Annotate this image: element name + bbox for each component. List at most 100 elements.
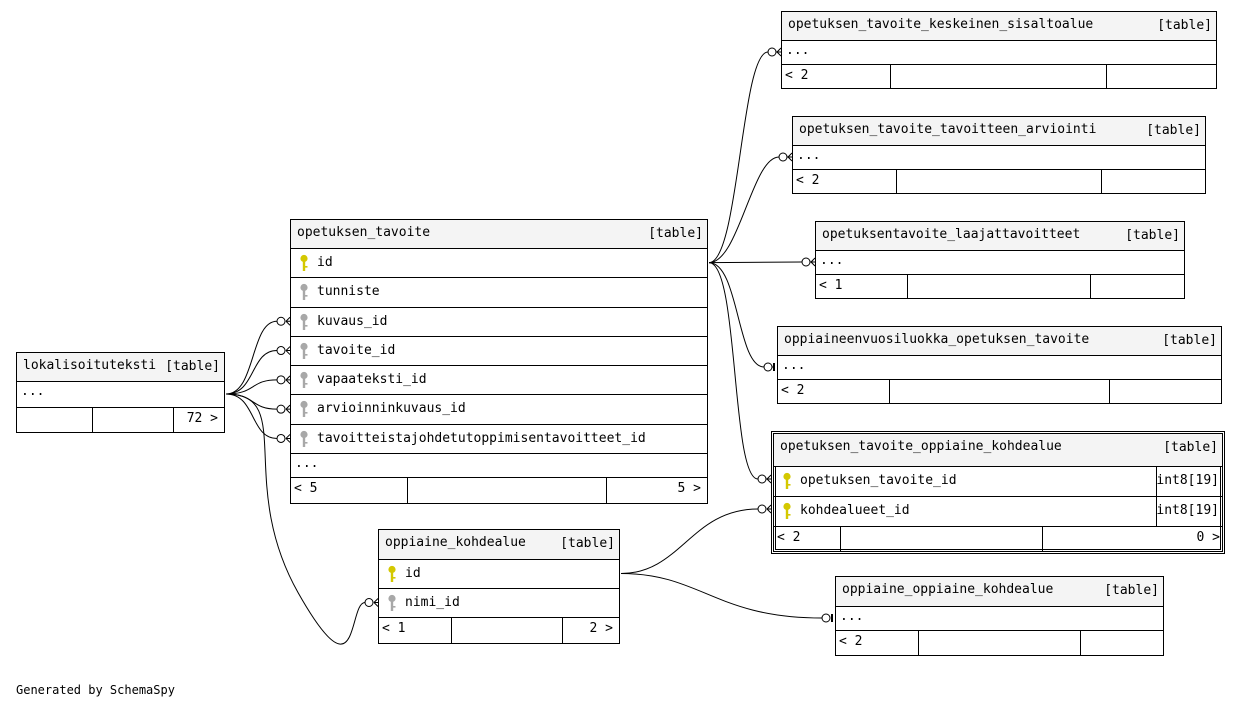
column-row: vapaateksti_id	[291, 366, 707, 396]
footer-cell	[1080, 631, 1163, 655]
footer-cell	[1090, 275, 1184, 298]
column-row: arvioinninkuvaus_id	[291, 395, 707, 425]
type-divider	[1156, 467, 1157, 496]
table-header: oppiaine_kohdealue [table]	[379, 530, 619, 560]
more-columns: ...	[17, 382, 224, 408]
parents-count[interactable]: < 2	[777, 530, 801, 545]
table-type: [table]	[1125, 228, 1180, 243]
table-opetuksen-tavoite-tavoitteen-arviointi[interactable]: opetuksen_tavoite_tavoitteen_arviointi[t…	[792, 116, 1206, 194]
parents-count[interactable]: < 2	[796, 173, 820, 188]
zero-or-many-marker	[801, 257, 816, 267]
column-name: id	[405, 566, 421, 581]
footer-cell: 2 >	[562, 618, 619, 643]
ellipsis-text: ...	[840, 609, 864, 624]
credit-text: Generated by SchemaSpy	[16, 683, 175, 697]
parents-count[interactable]: < 2	[785, 68, 809, 83]
table-footer: < 2	[782, 65, 1216, 88]
column-name: nimi_id	[405, 595, 460, 610]
table-name: opetuksen_tavoite_oppiaine_kohdealue	[780, 439, 1062, 454]
relationship-line	[708, 261, 803, 264]
table-type: [table]	[560, 536, 615, 551]
table-name: oppiaineenvuosiluokka_opetuksen_tavoite	[784, 332, 1090, 347]
table-opetuksen-tavoite-oppiaine-kohdealue[interactable]: opetuksen_tavoite_oppiaine_kohdealue [tab…	[771, 431, 1225, 554]
column-row: tunniste	[291, 278, 707, 308]
zero-or-many-marker	[276, 375, 291, 385]
type-divider	[1156, 497, 1157, 526]
zero-or-many-marker	[767, 47, 782, 57]
column-name: tunniste	[317, 284, 380, 300]
parents-count[interactable]: < 1	[819, 278, 843, 293]
table-header: opetuksen_tavoite [table]	[291, 220, 707, 249]
column-name: tavoite_id	[317, 342, 396, 358]
column-row: nimi_id	[379, 589, 619, 618]
table-footer: < 1 2 >	[379, 618, 619, 643]
relationship-line	[708, 156, 780, 264]
children-count[interactable]: 72 >	[186, 411, 218, 426]
column-name: id	[317, 255, 333, 270]
table-footer: < 5 5 >	[291, 478, 707, 504]
table-lokalisoituteksti[interactable]: lokalisoituteksti[table]... 72 >	[16, 352, 225, 433]
parents-count[interactable]: < 2	[839, 634, 863, 649]
relationship-line	[225, 379, 278, 395]
relationship-line	[620, 573, 823, 619]
relationship-line	[225, 350, 278, 395]
relationship-line	[708, 51, 769, 264]
parents-count[interactable]: < 2	[781, 383, 805, 398]
footer-cell	[1101, 170, 1205, 193]
table-type: [table]	[1104, 583, 1159, 598]
table-opetuksen-tavoite-keskeinen-sisaltoalue[interactable]: opetuksen_tavoite_keskeinen_sisaltoalue[…	[781, 11, 1217, 89]
more-columns: ...	[291, 454, 707, 479]
column-row: tavoitteistajohdetutoppimisentavoitteet_…	[291, 425, 707, 455]
parents-count[interactable]: < 5	[294, 481, 318, 497]
children-count[interactable]: 2 >	[589, 621, 613, 636]
footer-cell	[840, 527, 1042, 551]
column-row: id	[291, 249, 707, 279]
column-name: opetuksen_tavoite_id	[800, 473, 957, 488]
table-oppiaineenvuosiluokka-opetuksen-tavoite[interactable]: oppiaineenvuosiluokka_opetuksen_tavoite […	[777, 326, 1222, 404]
footer-cell	[896, 170, 1101, 193]
table-name: oppiaine_kohdealue	[385, 535, 526, 550]
children-count[interactable]: 5 >	[677, 481, 701, 497]
table-type: [table]	[648, 226, 703, 241]
footer-cell	[918, 631, 1080, 655]
table-header: lokalisoituteksti[table]	[17, 353, 224, 382]
footer-cell	[889, 380, 1109, 403]
column-name: kohdealueet_id	[800, 503, 910, 518]
table-type: [table]	[1163, 440, 1218, 455]
column-row: id	[379, 560, 619, 589]
footer-cell	[1106, 65, 1216, 88]
footer-cell	[407, 478, 606, 504]
ellipsis-text: ...	[782, 358, 806, 373]
table-opetuksentavoite-laajattavoitteet[interactable]: opetuksentavoite_laajattavoitteet [table]…	[815, 221, 1185, 299]
table-name: opetuksen_tavoite	[297, 225, 431, 240]
table-type: [table]	[165, 359, 220, 374]
table-type: [table]	[1162, 333, 1217, 348]
column-name: kuvaus_id	[317, 313, 388, 329]
more-columns: ...	[816, 251, 1184, 275]
parents-count[interactable]: < 1	[382, 621, 406, 636]
table-opetuksen-tavoite[interactable]: opetuksen_tavoite [table] id tunniste kuvaus…	[290, 219, 708, 505]
table-footer: 72 >	[17, 408, 224, 432]
relationship-line	[708, 262, 759, 480]
zero-or-many-marker	[276, 404, 291, 414]
ellipsis-text: ...	[786, 43, 810, 58]
table-type: [table]	[1146, 123, 1201, 138]
footer-cell: 0 >	[1042, 527, 1222, 551]
children-count[interactable]: 0 >	[1196, 530, 1220, 545]
relationship-line	[708, 262, 765, 368]
table-header: oppiaineenvuosiluokka_opetuksen_tavoite […	[778, 327, 1221, 356]
zero-or-many-marker	[276, 346, 291, 356]
table-oppiaine-oppiaine-kohdealue[interactable]: oppiaine_oppiaine_kohdealue[table]...< 2	[835, 576, 1164, 656]
ellipsis-text: ...	[820, 253, 844, 268]
relationship-line	[620, 508, 759, 574]
table-name: opetuksen_tavoite_keskeinen_sisaltoalue	[788, 17, 1094, 32]
table-header: opetuksen_tavoite_tavoitteen_arviointi[t…	[793, 117, 1205, 146]
table-footer: < 2	[793, 170, 1205, 193]
ellipsis-text: ...	[21, 384, 45, 399]
table-name: opetuksentavoite_laajattavoitteet	[822, 227, 1081, 242]
table-oppiaine-kohdealue[interactable]: oppiaine_kohdealue [table] id nimi_id < 1 2 >	[378, 529, 620, 644]
footer-cell	[17, 408, 92, 432]
